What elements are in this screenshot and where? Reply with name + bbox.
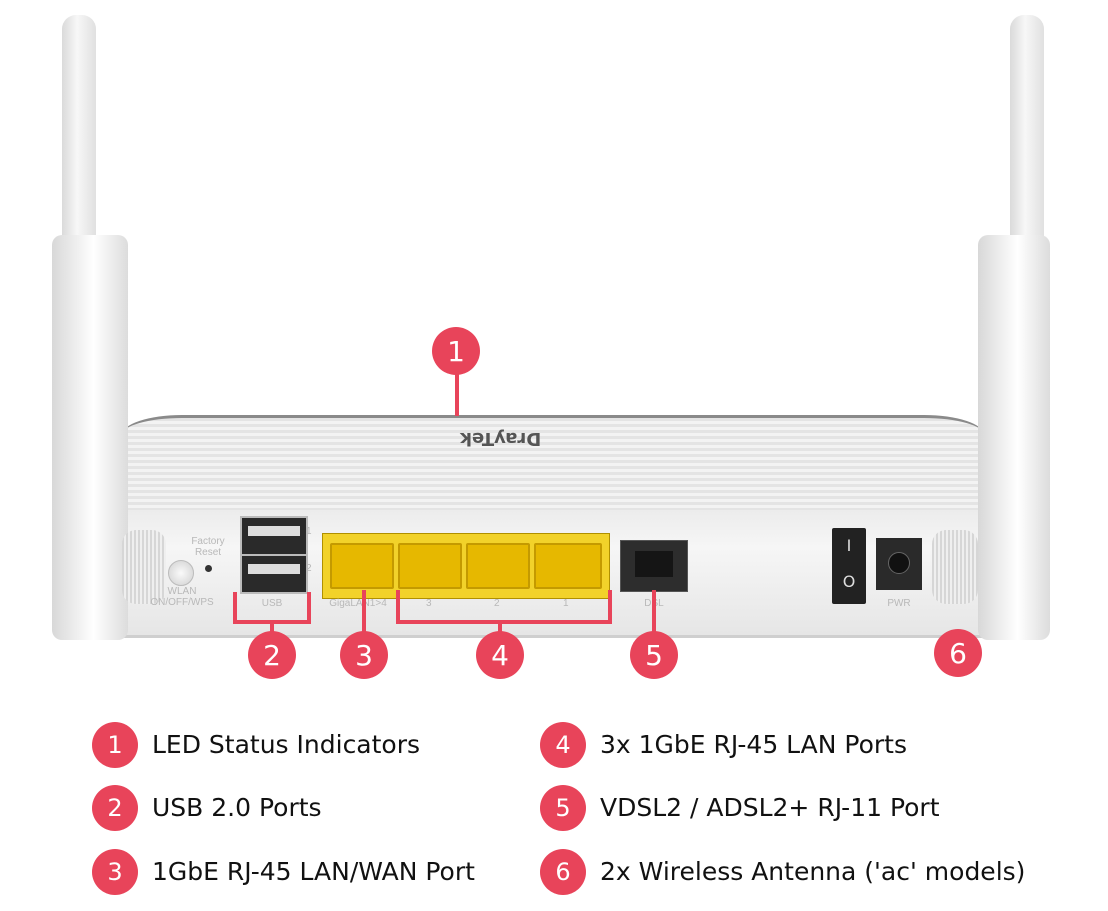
usb-1-label: 1 xyxy=(306,526,312,537)
callout-1-line xyxy=(455,370,459,416)
bracket-lan xyxy=(396,620,612,624)
pwr-label: PWR xyxy=(887,598,911,609)
power-switch[interactable]: I O xyxy=(832,528,866,604)
usb-port-1[interactable] xyxy=(240,516,308,556)
left-antenna xyxy=(52,235,128,640)
switch-off-label: O xyxy=(842,572,856,591)
power-jack[interactable] xyxy=(876,538,922,590)
callout-5-line xyxy=(652,590,656,640)
router-top xyxy=(122,415,984,518)
gigalan-label: GigaLAN1>4 xyxy=(329,598,387,609)
callout-2: 2 xyxy=(248,631,296,679)
callout-5: 5 xyxy=(630,631,678,679)
left-antenna-knob xyxy=(122,530,166,604)
switch-on-label: I xyxy=(846,536,852,555)
usb-port-2[interactable] xyxy=(240,554,308,594)
legend-num-3: 3 xyxy=(92,849,138,895)
lan-port-1[interactable] xyxy=(534,543,602,589)
right-antenna-knob xyxy=(932,530,978,604)
callout-1: 1 xyxy=(432,327,480,375)
lan-2-label: 2 xyxy=(494,598,500,609)
dsl-port[interactable] xyxy=(620,540,688,592)
bracket-usb-left xyxy=(233,592,237,622)
bracket-usb-right xyxy=(307,592,311,622)
lan-3-label: 3 xyxy=(426,598,432,609)
callout-4: 4 xyxy=(476,631,524,679)
callout-2-line xyxy=(270,620,274,640)
legend-num-1: 1 xyxy=(92,722,138,768)
right-antenna-tip xyxy=(1010,15,1044,245)
bracket-lan-left xyxy=(396,590,400,622)
lan-wan-port[interactable] xyxy=(330,543,394,589)
legend-text-4: 3x 1GbE RJ-45 LAN Ports xyxy=(600,730,908,759)
legend-text-3: 1GbE RJ-45 LAN/WAN Port xyxy=(152,857,475,886)
legend-num-2: 2 xyxy=(92,785,138,831)
wlan-label: WLAN ON/OFF/WPS xyxy=(150,586,214,608)
factory-reset-label: Factory Reset xyxy=(191,536,225,558)
usb-label: USB xyxy=(261,598,283,609)
lan-port-2[interactable] xyxy=(466,543,530,589)
router-logo: DrayTek xyxy=(460,428,542,449)
lan-port-3[interactable] xyxy=(398,543,462,589)
legend-text-5: VDSL2 / ADSL2+ RJ-11 Port xyxy=(600,793,940,822)
callout-3-line xyxy=(362,590,366,640)
legend-num-6: 6 xyxy=(540,849,586,895)
callout-4-line xyxy=(498,620,502,640)
wlan-button[interactable] xyxy=(168,560,194,586)
legend-text-6: 2x Wireless Antenna ('ac' models) xyxy=(600,857,1026,886)
legend-text-1: LED Status Indicators xyxy=(152,730,421,759)
legend-num-5: 5 xyxy=(540,785,586,831)
left-antenna-tip xyxy=(62,15,96,245)
legend-num-4: 4 xyxy=(540,722,586,768)
callout-6: 6 xyxy=(934,629,982,677)
lan-1-label: 1 xyxy=(563,598,569,609)
legend-text-2: USB 2.0 Ports xyxy=(152,793,322,822)
usb-2-label: 2 xyxy=(306,563,312,574)
bracket-lan-right xyxy=(608,590,612,622)
factory-reset-button[interactable] xyxy=(205,565,212,572)
right-antenna xyxy=(978,235,1050,640)
callout-3: 3 xyxy=(340,631,388,679)
